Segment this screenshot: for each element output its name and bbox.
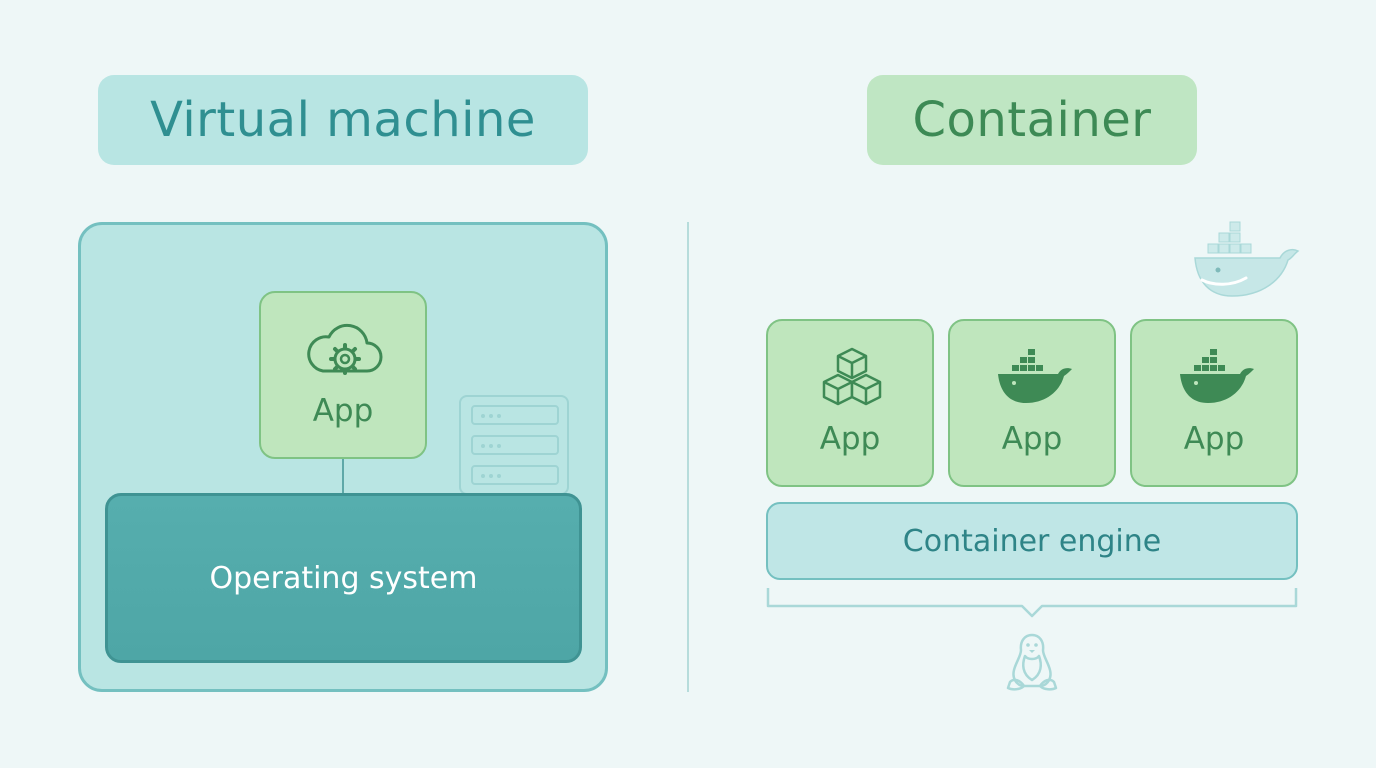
container-app-box: App	[948, 319, 1116, 487]
vm-app-box: App	[259, 291, 427, 459]
vm-connector-line	[342, 459, 344, 495]
operating-system-box: Operating system	[105, 493, 582, 663]
container-app-label: App	[1183, 421, 1245, 457]
docker-whale-icon	[1180, 349, 1254, 403]
docker-whale-icon	[998, 349, 1072, 403]
container-app-label: App	[1001, 421, 1063, 457]
server-rack-icon	[459, 395, 569, 495]
container-title: Container	[867, 75, 1197, 165]
linux-penguin-icon	[1006, 633, 1058, 691]
container-app-box: App	[1130, 319, 1298, 487]
container-engine-box: Container engine	[766, 502, 1298, 580]
cubes-icon	[822, 347, 882, 406]
docker-whale-icon	[1194, 221, 1300, 297]
container-app-label: App	[819, 421, 881, 457]
vm-app-label: App	[312, 393, 374, 429]
vm-title: Virtual machine	[98, 75, 588, 165]
host-bracket	[766, 588, 1298, 618]
panel-divider	[687, 222, 689, 692]
cloud-gear-icon	[307, 323, 383, 375]
container-app-box: App	[766, 319, 934, 487]
